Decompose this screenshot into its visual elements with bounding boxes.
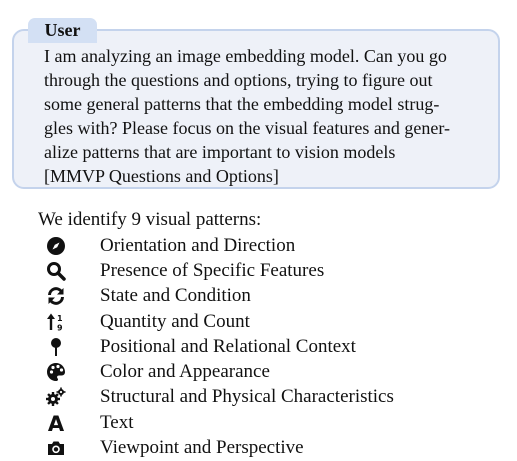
user-message-line: alize patterns that are important to vis… <box>44 142 396 162</box>
map-pin-icon <box>45 336 67 358</box>
pattern-label: Structural and Physical Characteristics <box>100 386 394 408</box>
pattern-item: A Text <box>45 410 134 435</box>
svg-text:9: 9 <box>57 323 63 332</box>
pattern-label: Quantity and Count <box>100 310 250 332</box>
pattern-list: Orientation and Direction Presence of Sp… <box>45 233 394 461</box>
gears-icon <box>45 386 67 408</box>
user-tab-label: User <box>28 18 97 43</box>
svg-text:A: A <box>48 413 65 433</box>
pattern-label: Text <box>100 411 134 433</box>
pattern-label: Positional and Relational Context <box>100 335 356 357</box>
palette-icon <box>45 361 67 383</box>
user-message-text: I am analyzing an image embedding model.… <box>44 44 480 188</box>
pattern-item: Orientation and Direction <box>45 233 295 258</box>
patterns-intro: We identify 9 visual patterns: <box>38 209 262 230</box>
pattern-item: Positional and Relational Context <box>45 334 356 359</box>
user-message-line: I am analyzing an image embedding model.… <box>44 46 447 66</box>
user-message-line: gles with? Please focus on the visual fe… <box>44 118 451 138</box>
user-message-line: some general patterns that the embedding… <box>44 94 440 114</box>
user-message-box <box>12 29 500 189</box>
pattern-label: Color and Appearance <box>100 361 270 383</box>
compass-icon <box>45 235 67 257</box>
pattern-item: Viewpoint and Perspective <box>45 435 304 460</box>
pattern-item: Presence of Specific Features <box>45 258 324 283</box>
pattern-label: Orientation and Direction <box>100 234 296 256</box>
pattern-item: Structural and Physical Characteristics <box>45 385 394 410</box>
pattern-label: Presence of Specific Features <box>100 259 325 281</box>
pattern-label: Viewpoint and Perspective <box>100 437 304 459</box>
camera-icon <box>45 437 67 459</box>
user-message-line: through the questions and options, tryin… <box>44 70 433 90</box>
sync-icon <box>45 285 67 307</box>
magnifier-icon <box>45 260 67 282</box>
user-message-line: [MMVP Questions and Options] <box>44 166 279 186</box>
pattern-item: Color and Appearance <box>45 359 270 384</box>
letter-a-icon: A <box>45 412 67 434</box>
pattern-label: State and Condition <box>100 285 251 307</box>
svg-text:1: 1 <box>57 314 63 323</box>
pattern-item: State and Condition <box>45 284 251 309</box>
